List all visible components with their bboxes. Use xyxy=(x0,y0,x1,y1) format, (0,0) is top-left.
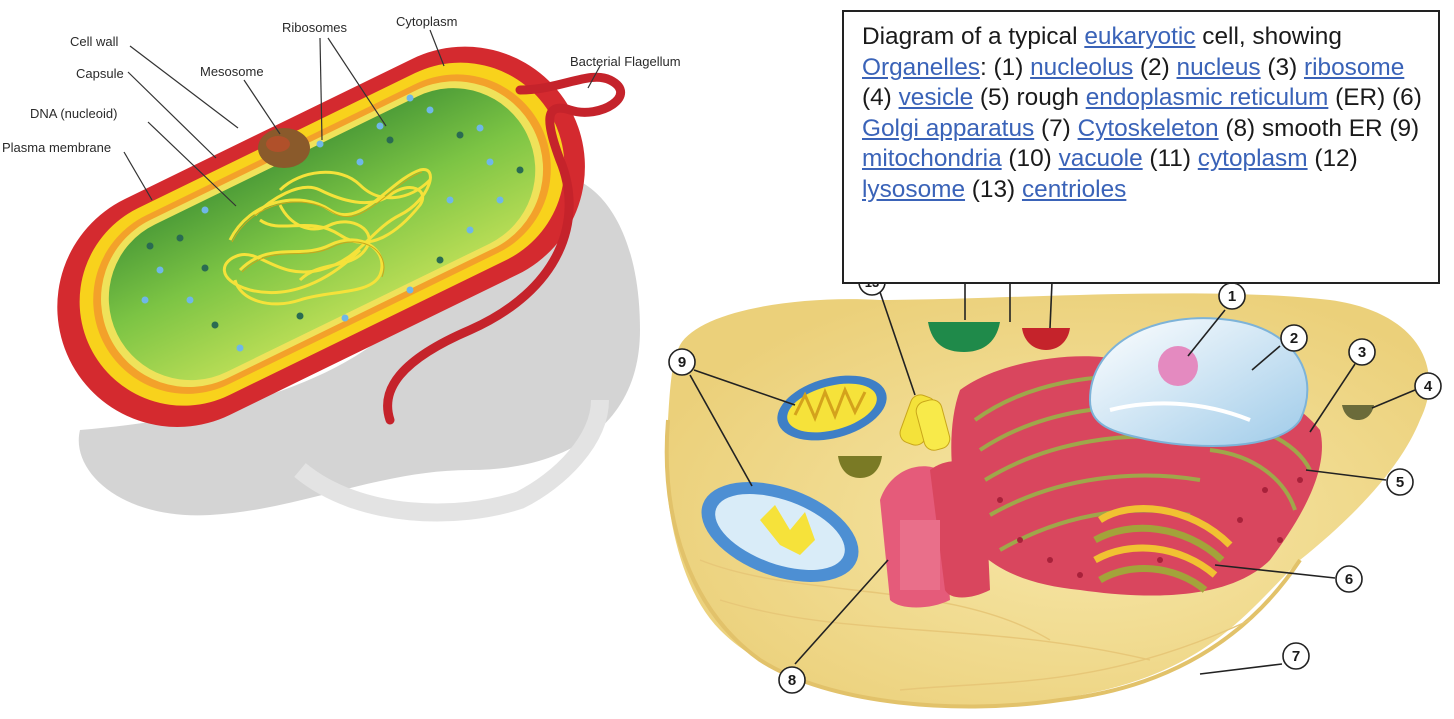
caption-text: cell, showing xyxy=(1196,23,1342,50)
svg-text:9: 9 xyxy=(678,354,686,371)
svg-text:8: 8 xyxy=(788,672,796,689)
svg-text:7: 7 xyxy=(1292,648,1300,665)
link-nucleolus[interactable]: nucleolus xyxy=(1030,54,1133,81)
link-cytoskeleton[interactable]: Cytoskeleton xyxy=(1078,115,1219,142)
eukaryotic-cell: 1 2 3 4 5 6 7 8 9 10 11 12 13 xyxy=(666,257,1441,707)
svg-text:4: 4 xyxy=(1424,378,1433,395)
caption-text: (10) xyxy=(1002,145,1059,172)
caption-text: (8) smooth ER (9) xyxy=(1219,115,1420,142)
svg-text:6: 6 xyxy=(1345,571,1353,588)
label-plasma-membrane: Plasma membrane xyxy=(2,140,111,155)
link-golgi-apparatus[interactable]: Golgi apparatus xyxy=(862,115,1034,142)
marker-8: 8 xyxy=(779,667,805,693)
bacterial-cell: Cell wall Capsule Mesosome Ribosomes Cyt… xyxy=(2,6,681,515)
caption-text: (13) xyxy=(965,176,1022,203)
label-dna-nucleoid: DNA (nucleoid) xyxy=(30,106,117,121)
marker-3: 3 xyxy=(1349,339,1375,365)
svg-text:3: 3 xyxy=(1358,344,1366,361)
caption-text: Diagram of a typical xyxy=(862,23,1084,50)
svg-text:5: 5 xyxy=(1396,474,1404,491)
marker-7: 7 xyxy=(1283,643,1309,669)
link-lysosome[interactable]: lysosome xyxy=(862,176,965,203)
link-eukaryotic[interactable]: eukaryotic xyxy=(1084,23,1195,50)
caption-text: (4) xyxy=(862,84,899,111)
label-cell-wall: Cell wall xyxy=(70,34,119,49)
smooth-er xyxy=(880,461,990,607)
mesosome-detail xyxy=(266,136,290,152)
label-ribosomes: Ribosomes xyxy=(282,20,348,35)
label-flagellum: Bacterial Flagellum xyxy=(570,54,681,69)
caption-text: (7) xyxy=(1034,115,1077,142)
caption-text: (2) xyxy=(1133,54,1176,81)
link-vacuole[interactable]: vacuole xyxy=(1059,145,1143,172)
caption-text: (12) xyxy=(1308,145,1358,172)
marker-9: 9 xyxy=(669,349,695,375)
marker-5: 5 xyxy=(1387,469,1413,495)
link-nucleus[interactable]: nucleus xyxy=(1177,54,1261,81)
label-capsule: Capsule xyxy=(76,66,124,81)
marker-6: 6 xyxy=(1336,566,1362,592)
link-vesicle[interactable]: vesicle xyxy=(899,84,974,111)
marker-1: 1 xyxy=(1219,283,1245,309)
link-centrioles[interactable]: centrioles xyxy=(1022,176,1126,203)
link-ribosome[interactable]: ribosome xyxy=(1304,54,1404,81)
caption-text: (11) xyxy=(1143,145,1198,172)
link-cytoplasm[interactable]: cytoplasm xyxy=(1198,145,1308,172)
link-organelles[interactable]: Organelles xyxy=(862,54,980,81)
caption-text: (5) rough xyxy=(973,84,1086,111)
caption-text: (ER) (6) xyxy=(1328,84,1422,111)
svg-text:1: 1 xyxy=(1228,288,1236,305)
svg-text:2: 2 xyxy=(1290,330,1298,347)
link-mitochondria[interactable]: mitochondria xyxy=(862,145,1002,172)
caption-box: Diagram of a typical eukaryotic cell, sh… xyxy=(842,10,1440,284)
link-endoplasmic-reticulum[interactable]: endoplasmic reticulum xyxy=(1086,84,1329,111)
marker-4: 4 xyxy=(1415,373,1441,399)
marker-2: 2 xyxy=(1281,325,1307,351)
caption-text: : (1) xyxy=(980,54,1030,81)
caption-text: (3) xyxy=(1261,54,1304,81)
label-cytoplasm: Cytoplasm xyxy=(396,14,457,29)
label-mesosome: Mesosome xyxy=(200,64,264,79)
